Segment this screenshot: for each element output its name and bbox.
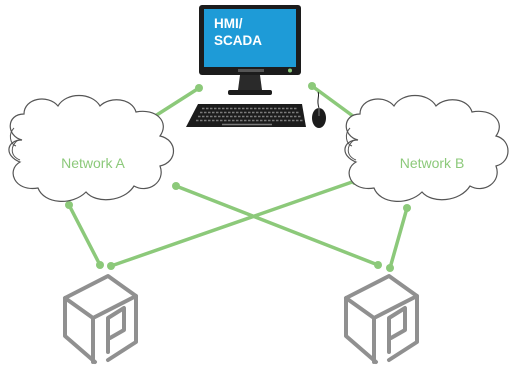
controller-icon xyxy=(63,274,138,364)
mouse xyxy=(312,108,326,128)
link-hmi-to-network-b xyxy=(310,84,359,121)
network-a-cloud: Network A xyxy=(8,94,175,202)
cloud-icon xyxy=(344,94,509,202)
cloud-icon xyxy=(8,94,175,202)
network-a-label: Network A xyxy=(61,155,125,171)
link-network-a-to-device-left xyxy=(67,203,102,267)
monitor-screen xyxy=(204,9,296,67)
controller-icon xyxy=(344,274,419,364)
monitor-stand xyxy=(238,75,262,90)
screen-title-line2: SCADA xyxy=(214,33,262,48)
device-left xyxy=(63,274,138,364)
network-b-label: Network B xyxy=(400,155,465,171)
screen-title-line1: HMI/ xyxy=(214,16,243,31)
connection-links xyxy=(67,84,409,270)
link-network-b-to-device-right xyxy=(388,206,409,270)
keyboard xyxy=(186,104,306,127)
hmi-workstation: HMI/ SCADA xyxy=(186,5,326,128)
power-icon xyxy=(288,68,292,73)
link-hmi-to-network-a xyxy=(150,86,201,120)
link-network-a-to-device-right xyxy=(174,184,380,267)
link-network-b-to-device-left xyxy=(109,179,357,268)
device-right xyxy=(344,274,419,364)
network-b-cloud: Network B xyxy=(344,94,509,202)
